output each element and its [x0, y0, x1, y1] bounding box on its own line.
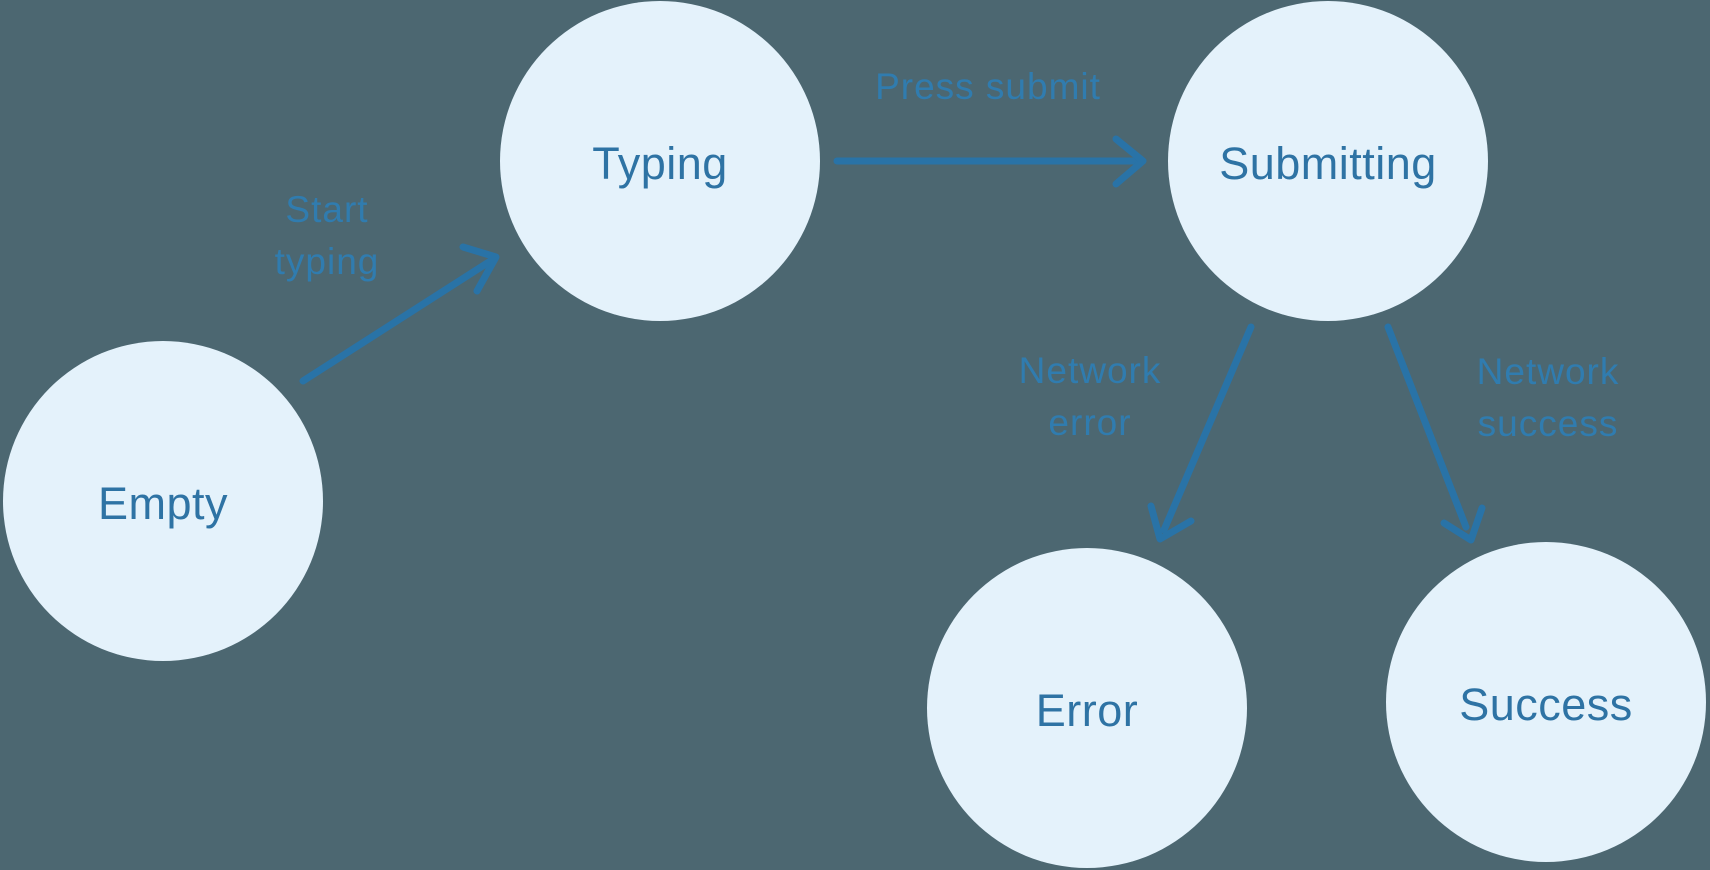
- state-label-error: Error: [1035, 685, 1139, 736]
- state-label-submitting: Submitting: [1219, 138, 1437, 189]
- transition-arrow-network-success[interactable]: [1384, 323, 1486, 544]
- transition-label-network-error[interactable]: Network error: [1018, 350, 1162, 443]
- state-node-error[interactable]: Error: [927, 548, 1247, 868]
- transition-label-start-typing[interactable]: Start typing: [274, 189, 380, 282]
- transition-label-press-submit[interactable]: Press submit: [875, 66, 1101, 107]
- transition-arrow-start-typing[interactable]: [299, 243, 500, 385]
- transition-label-network-success[interactable]: Network success: [1476, 351, 1620, 444]
- arrowhead-icon: [1112, 135, 1147, 188]
- state-node-empty[interactable]: Empty: [3, 341, 323, 661]
- transition-arrow-network-error[interactable]: [1147, 323, 1255, 543]
- arrowhead-icon: [1440, 504, 1486, 544]
- arrow-shaft: [1384, 323, 1470, 531]
- arrow-shaft: [299, 256, 496, 385]
- state-label-success: Success: [1459, 679, 1633, 730]
- state-node-typing[interactable]: Typing: [500, 1, 820, 321]
- arrowhead-icon: [459, 243, 500, 295]
- arrowhead-icon: [1147, 502, 1195, 543]
- state-label-empty: Empty: [97, 478, 229, 529]
- transition-arrow-press-submit[interactable]: [833, 135, 1147, 188]
- state-node-submitting[interactable]: Submitting: [1168, 1, 1488, 321]
- state-label-typing: Typing: [592, 138, 728, 189]
- state-node-success[interactable]: Success: [1386, 542, 1706, 862]
- arrow-shaft: [1160, 323, 1255, 534]
